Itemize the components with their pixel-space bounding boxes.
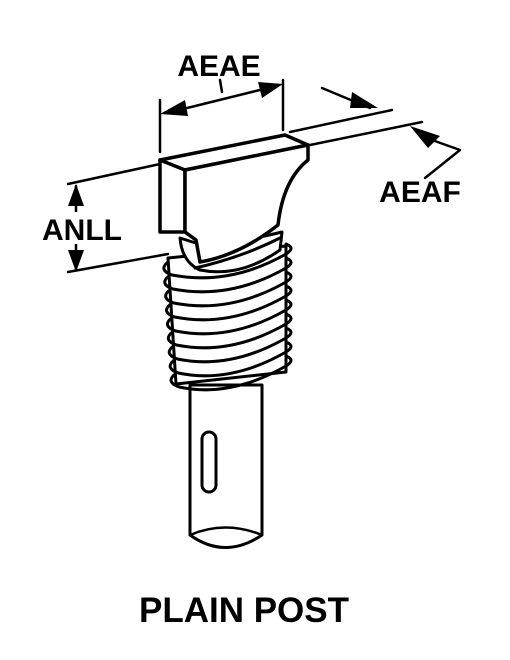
diagram-caption: PLAIN POST — [139, 591, 349, 630]
thread-ridge — [169, 354, 293, 392]
post-head — [158, 133, 310, 264]
dimension-aeaf: AEAF — [288, 86, 462, 209]
thread-ridge — [162, 242, 293, 280]
threaded-section — [162, 242, 293, 392]
label-aeae: AEAE — [177, 50, 260, 83]
dimension-anll: ANLL — [40, 162, 170, 274]
label-aeaf: AEAF — [379, 176, 461, 209]
thread-ridge — [164, 270, 293, 308]
shaft — [188, 383, 264, 549]
thread-ridge — [167, 326, 293, 364]
thread-ridge — [168, 340, 293, 378]
label-anll: ANLL — [42, 214, 122, 247]
thread-ridge — [165, 284, 293, 322]
thread-ridge — [166, 312, 293, 350]
thread-ridge — [165, 298, 293, 336]
thread-ridge — [163, 256, 293, 294]
dimension-aeae: AEAE — [158, 50, 285, 154]
shaft-slot — [200, 430, 218, 494]
